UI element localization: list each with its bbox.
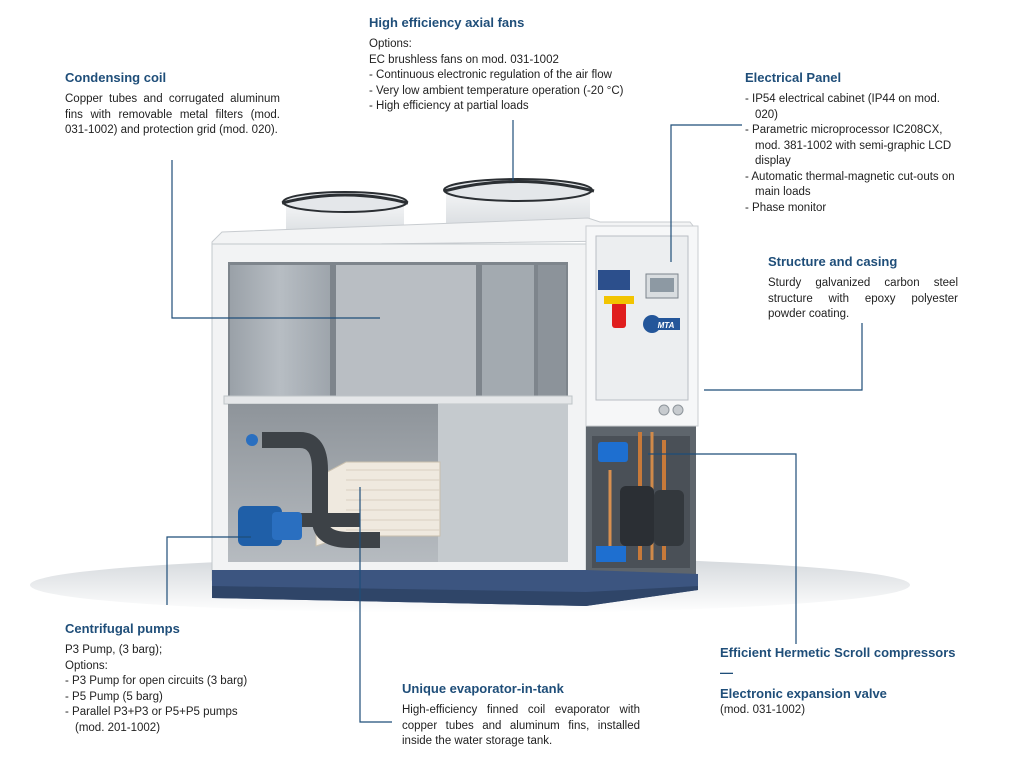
- callout-structure: Structure and casing Sturdy galvanized c…: [768, 254, 958, 323]
- pumps-line: P3 Pump, (3 barg);: [65, 644, 163, 656]
- evaporator-text: High-efficiency finned coil evaporator w…: [402, 704, 640, 747]
- structure-title: Structure and casing: [768, 254, 898, 269]
- fans-line: EC brushless fans on mod. 031-1002: [369, 53, 559, 66]
- panel-item: - IP54 electrical cabinet (IP44 on mod. …: [745, 93, 940, 121]
- compressors-subtitle: Electronic expansion valve: [720, 686, 887, 701]
- callout-fans: High efficiency axial fans Options: EC b…: [369, 15, 659, 115]
- fans-line: - Very low ambient temperature operation…: [369, 84, 624, 97]
- callout-panel: Electrical Panel - IP54 electrical cabin…: [745, 70, 960, 216]
- pipe-main: [262, 432, 380, 548]
- evaporator-title: Unique evaporator-in-tank: [402, 681, 564, 696]
- fans-line: - High efficiency at partial loads: [369, 100, 529, 112]
- panel-item: - Parametric microprocessor IC208CX, mod…: [745, 124, 952, 167]
- pumps-item: - P5 Pump (5 barg): [65, 690, 163, 703]
- fans-line: - Continuous electronic regulation of th…: [369, 69, 612, 81]
- panel-title: Electrical Panel: [745, 70, 842, 85]
- callout-compressors: Efficient Hermetic Scroll compressors — …: [720, 645, 980, 719]
- main-switch: [612, 302, 626, 328]
- callout-pumps: Centrifugal pumps P3 Pump, (3 barg); Opt…: [65, 621, 305, 736]
- pumps-item: - Parallel P3+P3 or P5+P5 pumps (mod. 20…: [65, 706, 238, 734]
- leader-evaporator: [359, 487, 392, 723]
- coil-panel-right: [482, 265, 534, 396]
- compressors-note: (mod. 031-1002): [720, 704, 806, 716]
- fans-line: Options:: [369, 38, 412, 50]
- leader-structure: [704, 323, 863, 391]
- leader-panel: [670, 124, 742, 262]
- leader-compressors: [648, 453, 797, 644]
- svg-text:MTA: MTA: [658, 321, 675, 330]
- compressors-title: Efficient Hermetic Scroll compressors: [720, 645, 956, 660]
- pump: [238, 434, 302, 546]
- coil-panel-center: [336, 265, 476, 396]
- coil-text: Copper tubes and corrugated aluminum fin…: [65, 93, 280, 136]
- fan-right: [443, 178, 595, 230]
- structure-text: Sturdy galvanized carbon steel structure…: [768, 277, 958, 320]
- coil-title: Condensing coil: [65, 70, 167, 85]
- fans-title: High efficiency axial fans: [369, 15, 525, 30]
- pumps-item: - P3 Pump for open circuits (3 barg): [65, 675, 248, 687]
- leader-pumps: [166, 536, 251, 605]
- compressor-blue: [598, 442, 628, 462]
- coil-panel-left: [230, 265, 330, 396]
- panel-item: - Automatic thermal-magnetic cut-outs on…: [745, 170, 955, 199]
- pumps-line: Options:: [65, 659, 108, 672]
- leader-coil: [171, 160, 380, 319]
- pumps-title: Centrifugal pumps: [65, 621, 180, 636]
- callout-evaporator: Unique evaporator-in-tank High-efficienc…: [402, 681, 640, 750]
- callout-coil: Condensing coil Copper tubes and corruga…: [65, 70, 280, 139]
- panel-item: - Phase monitor: [745, 201, 827, 214]
- leader-lines: [166, 120, 863, 723]
- compressors-separator: —: [720, 665, 733, 680]
- mta-logo: MTA: [643, 315, 680, 333]
